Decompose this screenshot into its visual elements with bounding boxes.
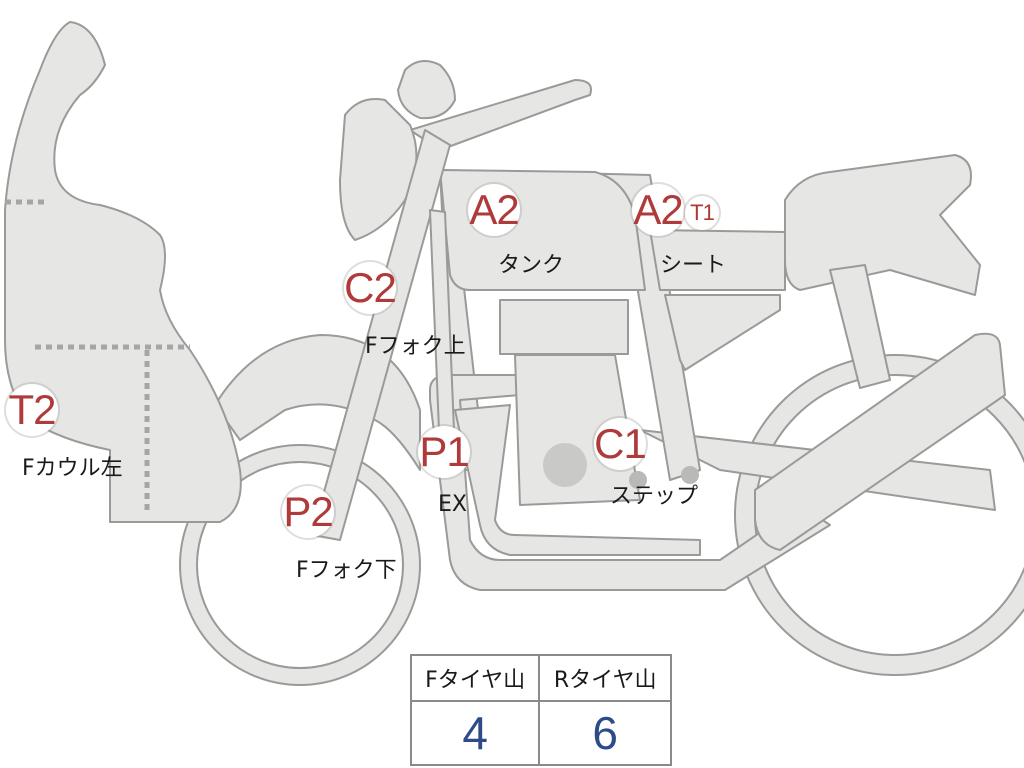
engine-cover [543, 443, 587, 487]
mirror [397, 60, 456, 120]
handlebar [409, 79, 592, 151]
front-tire-header: Fタイヤ山 [409, 654, 541, 702]
fork-upper-code: C2 [344, 264, 397, 311]
rear-arm [754, 332, 1006, 551]
marker-seat-sub[interactable]: T1 [685, 196, 719, 230]
engine-top [499, 299, 629, 355]
fork-upper-label: Fフォク上 [365, 334, 466, 359]
step-code: C1 [594, 420, 647, 467]
rear-tire-value: 6 [538, 700, 672, 766]
step-peg-1 [629, 471, 647, 489]
seat-sub-code: T1 [690, 200, 715, 225]
marker-exhaust[interactable]: P1 [418, 426, 470, 478]
rear-tire-header: Rタイヤ山 [538, 654, 672, 702]
seat-code: A2 [633, 186, 683, 233]
marker-fork-upper[interactable]: C2 [344, 262, 397, 314]
front-tire-value: 4 [409, 700, 541, 766]
tank-label: タンク [498, 253, 565, 278]
tail-cowl [784, 154, 981, 296]
seat [649, 229, 786, 291]
tire-tread-table: Fタイヤ山 Rタイヤ山 4 6 [409, 654, 672, 766]
cowl-left-code: T2 [8, 386, 56, 433]
rear-shock [829, 264, 891, 389]
step-label: ステップ [610, 484, 699, 509]
exhaust-label: EX [438, 492, 467, 517]
seat-label: シート [660, 253, 727, 278]
front-wheel [179, 444, 421, 686]
step-peg-2 [681, 466, 699, 484]
marker-tank[interactable]: A2 [468, 184, 520, 236]
marker-seat[interactable]: A2 [632, 184, 684, 236]
fork-lower-label: Fフォク下 [296, 558, 397, 583]
tank-code: A2 [469, 186, 519, 233]
fork-lower-code: P2 [283, 488, 333, 535]
side-cover [664, 294, 781, 371]
exhaust-code: P1 [419, 428, 469, 475]
marker-step[interactable]: C1 [594, 418, 647, 470]
marker-cowl-left[interactable]: T2 [6, 384, 58, 436]
cowl-left-label: Fカウル左 [22, 456, 123, 481]
lower-pipe [454, 404, 701, 556]
front-fork [311, 129, 451, 541]
marker-fork-lower[interactable]: P2 [282, 486, 334, 538]
front-cowl [4, 21, 242, 523]
